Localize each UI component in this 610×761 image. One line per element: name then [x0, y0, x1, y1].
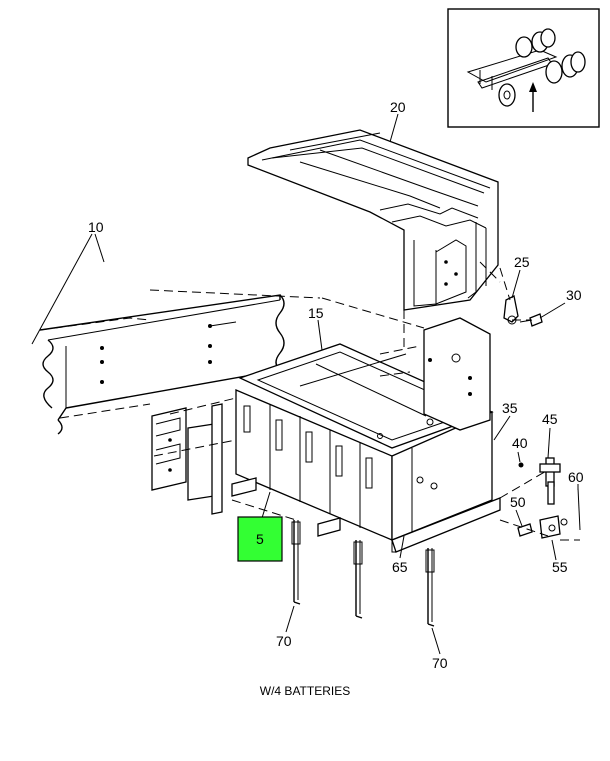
item-5-highlight [237, 516, 283, 562]
callout-30[interactable]: 30 [566, 287, 582, 303]
callout-50[interactable]: 50 [510, 494, 526, 510]
callout-55[interactable]: 55 [552, 559, 568, 575]
battery-tray [231, 317, 501, 553]
locator-inset [447, 8, 600, 128]
callout-60[interactable]: 60 [568, 469, 584, 485]
hold-down-rods [291, 520, 435, 627]
latch-hardware [503, 295, 581, 539]
callout-25[interactable]: 25 [514, 254, 530, 270]
callout-10[interactable]: 10 [88, 219, 104, 235]
callout-70-right[interactable]: 70 [432, 655, 448, 671]
callout-labels: 5 10 15 20 25 30 35 40 45 50 55 60 65 70… [88, 99, 584, 671]
callout-70-left[interactable]: 70 [276, 633, 292, 649]
callout-45[interactable]: 45 [542, 411, 558, 427]
callout-20[interactable]: 20 [390, 99, 406, 115]
callout-15[interactable]: 15 [308, 305, 324, 321]
leader-lines [31, 113, 579, 655]
diagram-caption: W/4 BATTERIES [259, 684, 351, 698]
callout-35[interactable]: 35 [502, 400, 518, 416]
callout-5[interactable]: 5 [256, 531, 264, 547]
chassis-locator-icon [466, 28, 586, 112]
callout-40[interactable]: 40 [512, 435, 528, 451]
callout-65[interactable]: 65 [392, 559, 408, 575]
left-brackets [151, 403, 223, 515]
battery-cover [247, 129, 499, 311]
